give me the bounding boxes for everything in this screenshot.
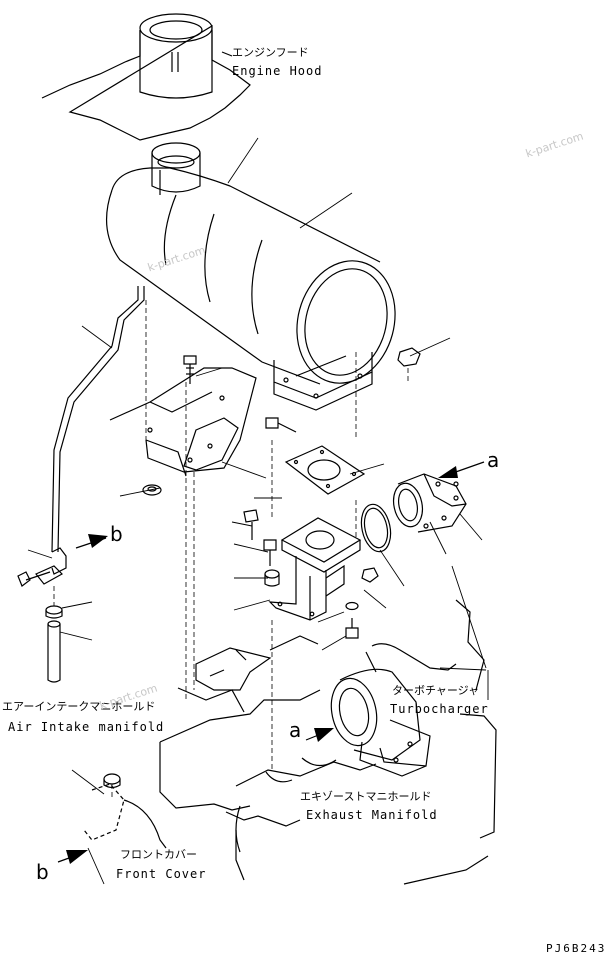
turbocharger-label-jp: ターボチャージャ [392,684,480,697]
drawing-code: PJ6B243 [546,942,607,955]
muffler-bracket [110,368,256,476]
air-intake-label-en: Air Intake manifold [8,720,165,734]
ref-letter-b-mid: b [110,522,123,546]
nut-mid [362,568,378,582]
turbocharger [325,644,456,776]
engine-hood [42,14,250,140]
sleeve [48,621,60,682]
exhaust-manifold-label-en: Exhaust Manifold [306,808,438,822]
exhaust-manifold-label-jp: エキゾーストマニホールド [300,790,432,803]
muffler [107,143,409,410]
washer-2 [346,603,358,610]
bolt-5 [346,618,358,638]
ref-letter-b-bottom: b [36,860,49,884]
gasket-square [286,446,364,494]
nut-left [46,606,62,618]
bolt-3 [244,510,258,540]
nut-top [398,348,420,366]
ref-arrow-a-turbo [306,728,334,742]
air-intake-label-jp: エアーインテークマニホールド [2,700,156,713]
engine-hood-label-jp: エンジンフード [232,46,309,59]
bolt-1 [184,356,196,384]
collar [265,570,279,586]
bolt-4 [264,540,276,566]
engine-block [160,600,496,884]
exhaust-elbow-bracket [270,518,360,620]
turbocharger-label-en: Turbocharger [390,702,489,716]
gasket-ring [357,502,394,555]
phantom-lines [54,300,408,800]
ref-letter-a-top: a [487,448,500,472]
exhaust-adapter [390,474,466,532]
front-cover [84,774,166,848]
bolt-2 [266,418,296,432]
engine-hood-label-en: Engine Hood [232,64,323,78]
front-cover-label-en: Front Cover [116,867,207,881]
ref-arrow-a-top [438,462,484,478]
ref-arrow-b-bottom [58,850,88,864]
ref-letter-a-turbo: a [289,718,302,742]
front-cover-label-jp: フロントカバー [120,848,197,861]
ref-arrow-b-mid [76,534,108,548]
leader-lines [28,138,488,884]
bolt-left [18,572,50,586]
breather-tube [36,286,144,584]
